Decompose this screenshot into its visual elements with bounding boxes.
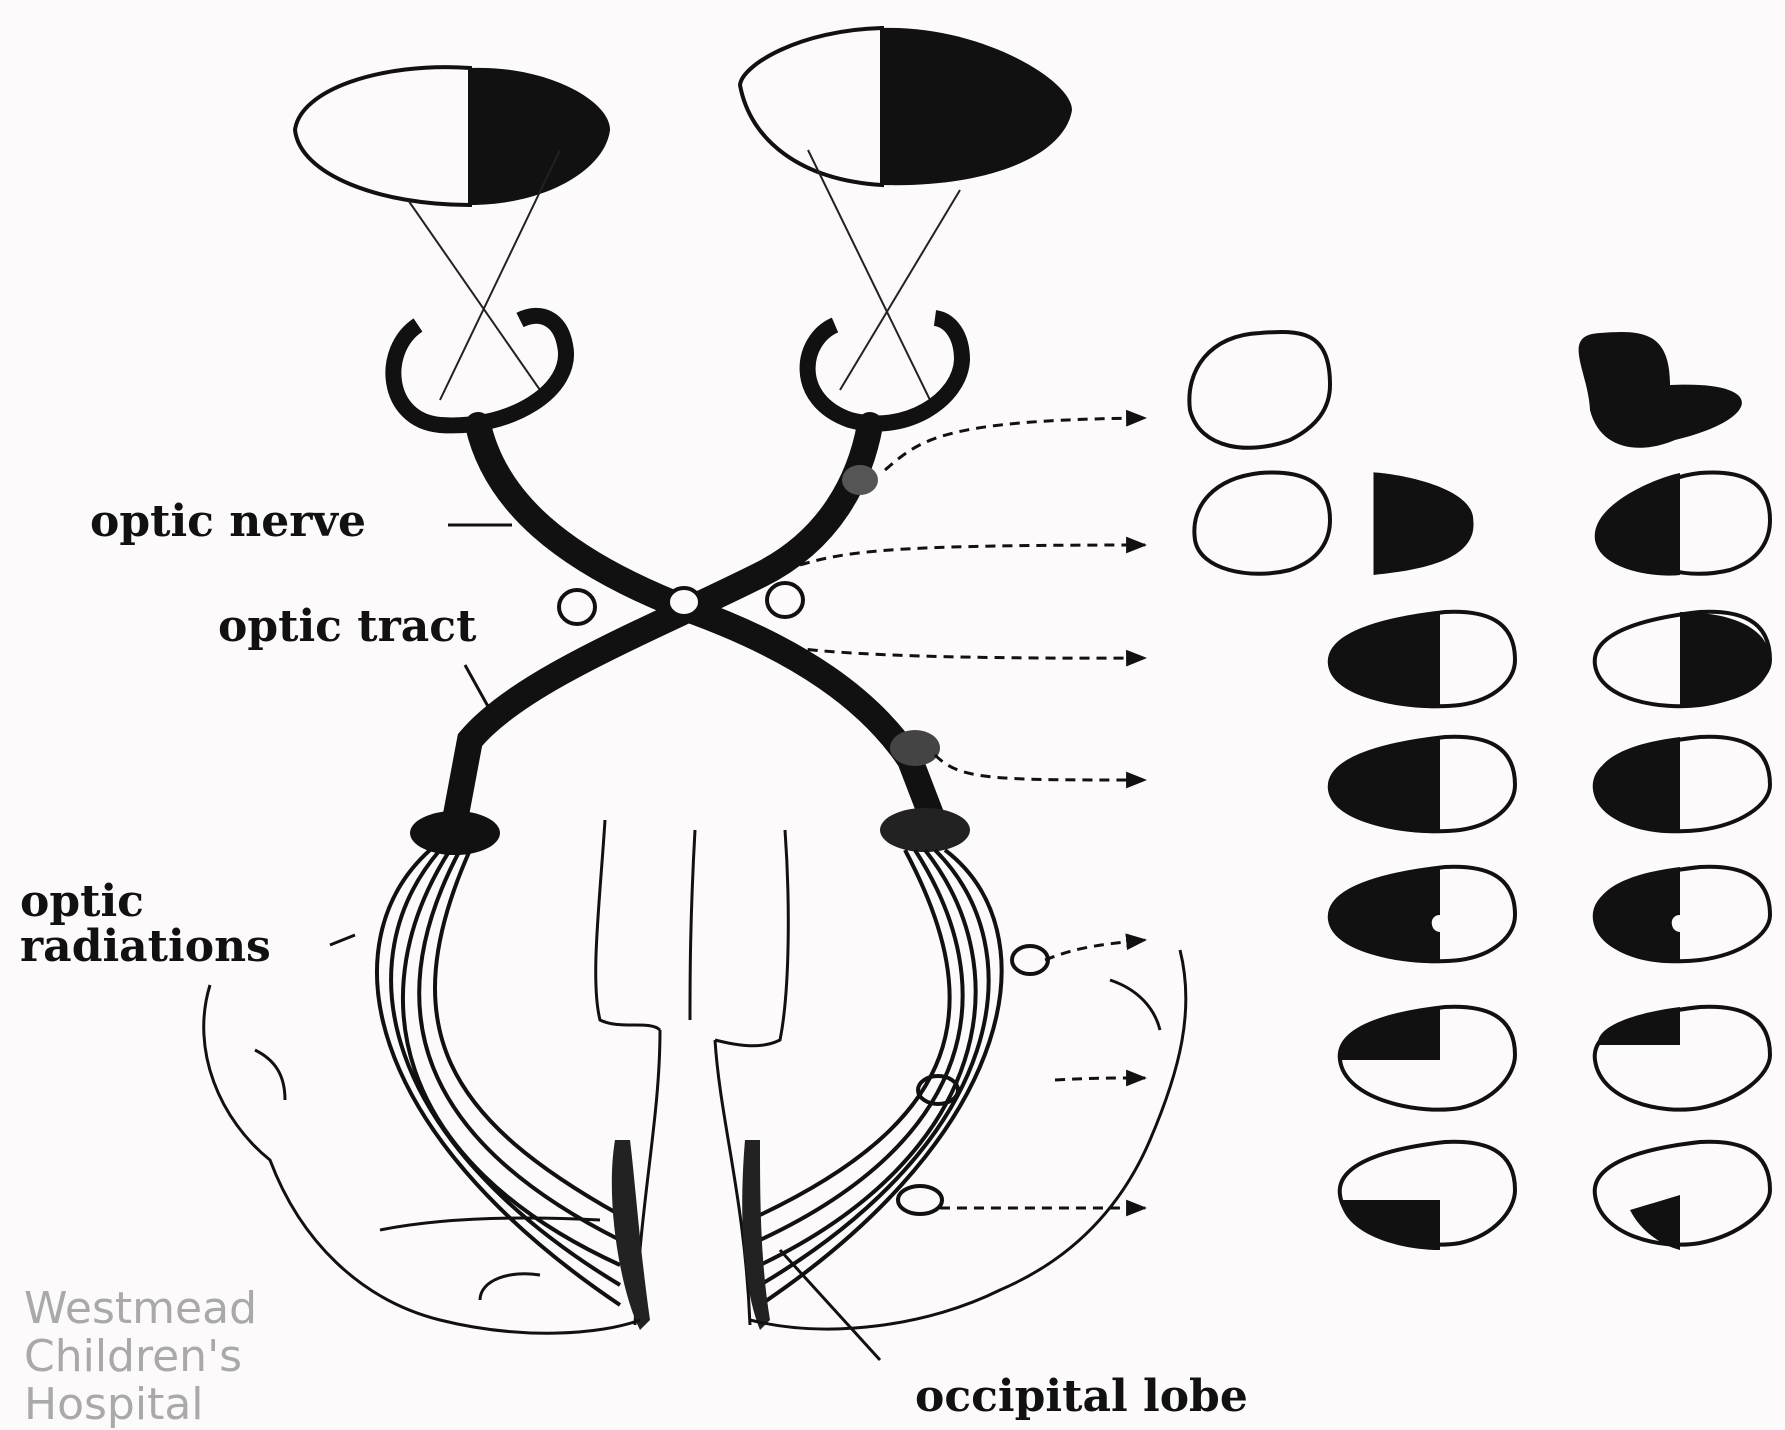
occipital-lobe-outline xyxy=(204,950,1186,1360)
right-eyeball xyxy=(808,318,962,424)
label-optic-radiations-line1: optic xyxy=(20,880,144,924)
left-eyeball xyxy=(393,316,566,426)
defect-row-5 xyxy=(1330,867,1770,963)
label-optic-nerve: optic nerve xyxy=(90,500,366,544)
watermark-line-1: Westmead xyxy=(24,1285,257,1333)
watermark-logo-text: Westmead Children's Hospital xyxy=(24,1285,257,1429)
nerve-lesion-marker xyxy=(842,465,878,495)
defect-row-6 xyxy=(1340,1007,1770,1110)
label-occipital-lobe: occipital lobe xyxy=(915,1375,1248,1419)
defect-row-1 xyxy=(1189,332,1742,448)
watermark-line-3: Hospital xyxy=(24,1381,257,1429)
defect-row-4 xyxy=(1330,737,1770,833)
right-lgn xyxy=(880,808,970,852)
watermark-line-2: Children's xyxy=(24,1333,257,1381)
right-eye-visual-field xyxy=(740,28,1072,185)
left-optic-radiations xyxy=(377,850,620,1305)
tract-lesion-marker xyxy=(890,730,940,766)
calcarine-shading xyxy=(612,1140,770,1330)
defect-row-2 xyxy=(1194,473,1770,576)
left-lgn xyxy=(410,811,500,855)
left-eye-visual-field xyxy=(295,67,610,205)
label-optic-tract: optic tract xyxy=(218,605,476,649)
label-optic-radiations-line2: radiations xyxy=(20,925,271,969)
defect-row-3 xyxy=(1330,612,1770,708)
defect-row-7 xyxy=(1340,1142,1770,1250)
right-optic-radiations xyxy=(760,850,1002,1305)
